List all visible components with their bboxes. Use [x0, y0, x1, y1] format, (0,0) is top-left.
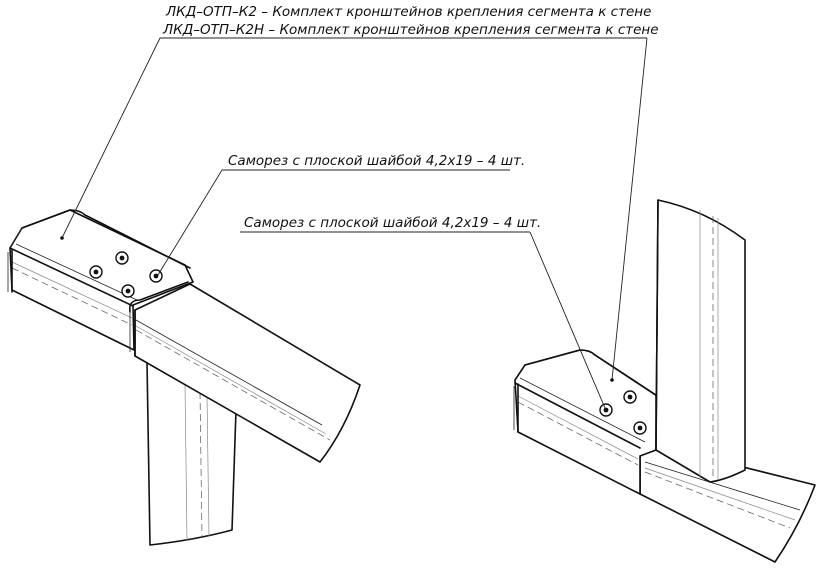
kit-leader-left — [61, 37, 161, 239]
kit-label-k2n: ЛКД–ОТП–К2Н – Комплект кронштейнов крепл… — [162, 22, 659, 38]
screw-icon — [633, 421, 647, 435]
left-vertical-post — [146, 361, 237, 546]
right-screws — [599, 390, 647, 435]
screw-icon — [115, 251, 129, 265]
kit-leader-right — [611, 37, 648, 381]
kit-label-k2: ЛКД–ОТП–К2 – Комплект кронштейнов крепле… — [165, 4, 651, 20]
left-screws — [89, 251, 163, 298]
left-horizontal-segment — [128, 281, 361, 463]
kit-callout: ЛКД–ОТП–К2 – Комплект кронштейнов крепле… — [160, 4, 659, 39]
left-assembly: Саморез с плоской шайбой 4,2х19 – 4 шт. — [7, 37, 525, 546]
right-vertical-post — [655, 199, 746, 483]
left-bracket-box — [7, 209, 194, 351]
screw-label-left: Саморез с плоской шайбой 4,2х19 – 4 шт. — [228, 153, 525, 169]
screw-icon — [121, 284, 135, 298]
screw-label-right: Саморез с плоской шайбой 4,2х19 – 4 шт. — [244, 215, 541, 231]
right-assembly: Саморез с плоской шайбой 4,2х19 – 4 шт. — [240, 37, 816, 563]
screw-icon — [599, 403, 613, 417]
right-horizontal-segment — [639, 444, 816, 563]
screw-icon — [89, 265, 103, 279]
screw-callout-right: Саморез с плоской шайбой 4,2х19 – 4 шт. — [240, 215, 606, 409]
right-bracket-box — [513, 349, 661, 495]
screw-callout-left: Саморез с плоской шайбой 4,2х19 – 4 шт. — [157, 153, 525, 276]
screw-icon — [623, 390, 637, 404]
